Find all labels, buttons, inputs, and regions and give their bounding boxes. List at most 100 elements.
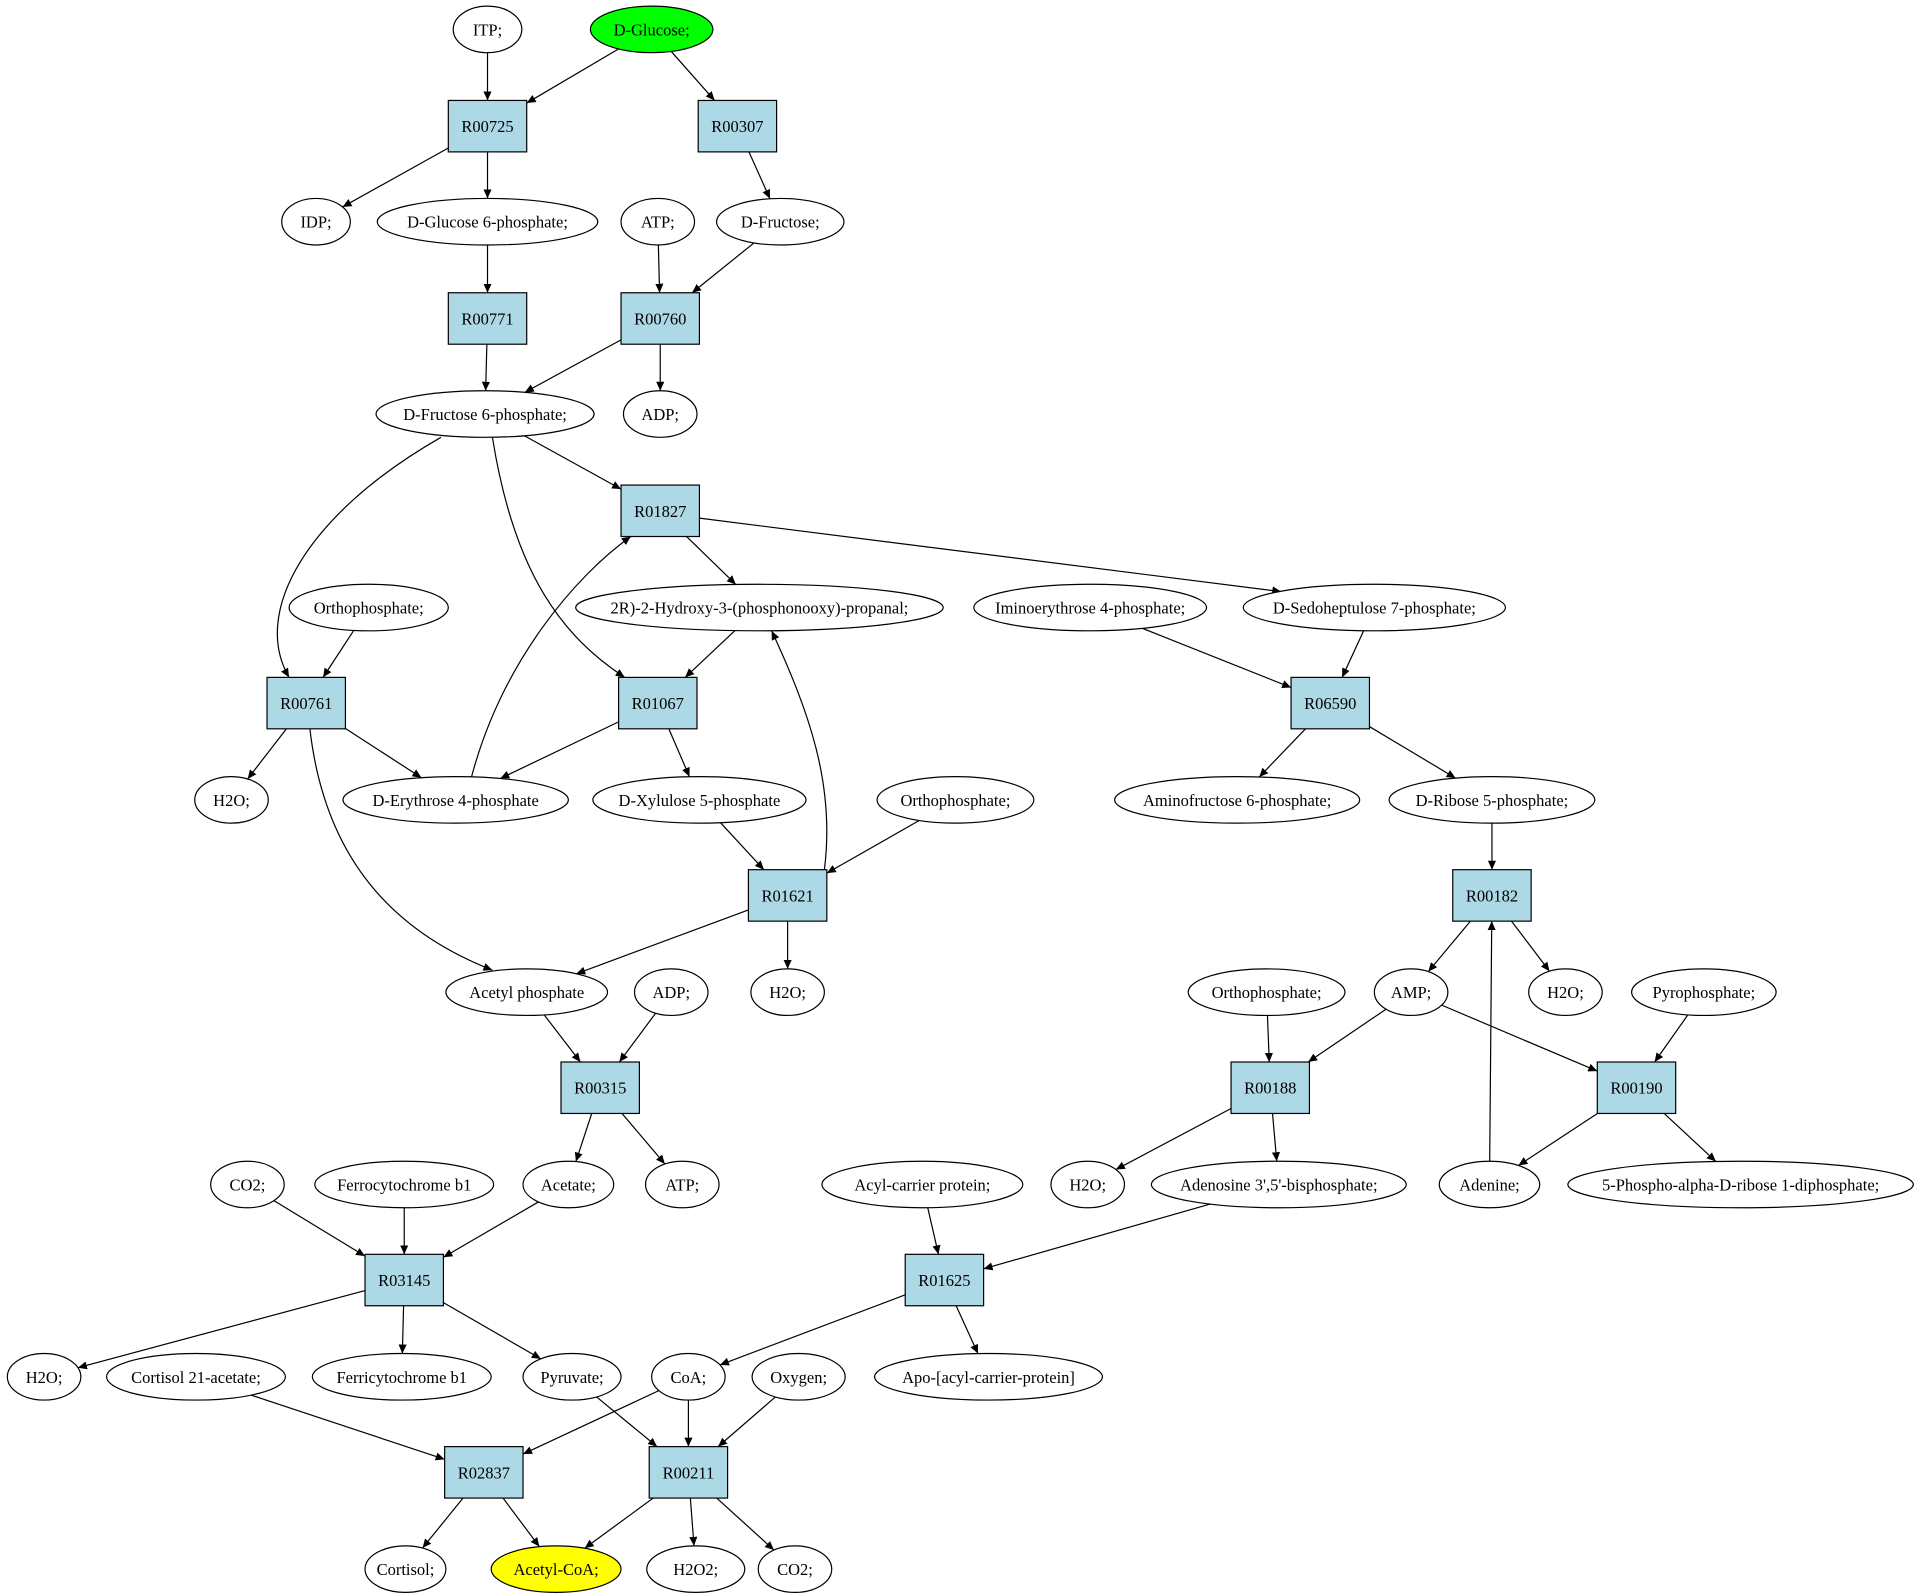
- compound-ellipse: [644, 1160, 720, 1209]
- compound-node-acetylp: Acetyl phosphate: [445, 968, 609, 1017]
- edge-r01621-to-acetylp: [576, 909, 749, 975]
- reaction-box: [444, 1446, 524, 1499]
- compound-ellipse: [1567, 1160, 1914, 1209]
- compound-node-atp1: ATP;: [620, 197, 696, 246]
- reaction-node-r01625: R01625: [904, 1253, 985, 1307]
- edge-r00211-to-co2b: [716, 1497, 775, 1551]
- compound-node-cortisol: Cortisol;: [364, 1545, 447, 1593]
- edges-layer: [77, 48, 1717, 1551]
- compound-label: D-Fructose 6-phosphate;: [403, 405, 567, 424]
- compound-node-apoacp: Apo-[acyl-carrier-protein]: [873, 1352, 1104, 1401]
- reaction-label: R00760: [634, 309, 686, 328]
- reaction-box: [648, 1446, 729, 1499]
- compound-label: Ferrocytochrome b1: [337, 1175, 471, 1194]
- reaction-label: R00315: [574, 1079, 626, 1098]
- edge-amp-to-r00188: [1307, 1008, 1387, 1063]
- reaction-node-r00760: R00760: [620, 292, 701, 345]
- compound-ellipse: [1528, 968, 1603, 1017]
- compound-label: Aminofructose 6-phosphate;: [1143, 791, 1331, 810]
- compound-node-pyruvate: Pyruvate;: [522, 1352, 622, 1401]
- compound-node-oxygen: Oxygen;: [751, 1352, 846, 1401]
- compound-node-h2o1: H2O;: [194, 775, 269, 824]
- reaction-label: R01067: [632, 694, 684, 713]
- compound-node-acetate: Acetate;: [522, 1160, 615, 1209]
- edge-r00188-to-pap: [1271, 1113, 1280, 1162]
- compound-node-acetylcoa: Acetyl-CoA;: [490, 1545, 622, 1593]
- compound-label: D-Sedoheptulose 7-phosphate;: [1273, 599, 1476, 618]
- compound-ellipse: [314, 1160, 495, 1209]
- compound-label: Oxygen;: [770, 1368, 827, 1387]
- reaction-box: [1290, 676, 1371, 730]
- edge-r02837-to-cortisol: [422, 1497, 464, 1549]
- compound-node-cortisolac: Cortisol 21-acetate;: [105, 1352, 287, 1401]
- edge-r01827-to-g3p: [686, 536, 737, 585]
- compound-ellipse: [105, 1352, 287, 1401]
- edge-r00190-to-prpp: [1663, 1113, 1717, 1162]
- edge-r00188-to-h2o4: [1115, 1107, 1232, 1171]
- compound-ellipse: [445, 968, 609, 1017]
- compound-label: 2R)-2-Hydroxy-3-(phosphonooxy)-propanal;: [611, 599, 909, 618]
- compound-node-h2o3: H2O;: [1528, 968, 1603, 1017]
- reaction-node-r00182: R00182: [1452, 869, 1532, 922]
- compound-node-adp1: ADP;: [622, 390, 698, 438]
- compound-label: H2O;: [26, 1368, 63, 1387]
- edge-ortho3-to-r00188: [1264, 1015, 1273, 1063]
- compound-label: Cortisol;: [377, 1560, 435, 1579]
- compound-label: Orthophosphate;: [900, 791, 1010, 810]
- edge-pyruvate-to-r00211: [596, 1396, 658, 1448]
- edge-f6p-to-r01067: [491, 437, 626, 678]
- compound-label: Iminoerythrose 4-phosphate;: [995, 599, 1185, 618]
- edge-r02837-to-acetylcoa: [502, 1497, 540, 1547]
- compound-ellipse: [1114, 775, 1361, 824]
- edge-coa-to-r02837: [522, 1390, 660, 1455]
- compound-ellipse: [1630, 968, 1777, 1017]
- edge-dfructose-to-r00760: [691, 242, 755, 294]
- reaction-box: [620, 484, 701, 538]
- compound-label: CoA;: [671, 1368, 707, 1387]
- reaction-label: R00211: [663, 1463, 715, 1482]
- compound-ellipse: [873, 1352, 1104, 1401]
- compound-ellipse: [876, 775, 1035, 824]
- compound-node-f6p: D-Fructose 6-phosphate;: [375, 390, 595, 438]
- compound-node-adenine: Adenine;: [1438, 1160, 1541, 1209]
- edge-r01625-to-apoacp: [955, 1305, 979, 1354]
- compound-label: Acetyl phosphate: [469, 983, 584, 1002]
- edge-dglucose-to-r00725: [526, 48, 619, 104]
- compound-ellipse: [715, 197, 845, 246]
- compound-ellipse: [973, 583, 1208, 632]
- edge-amp-to-r00190: [1441, 1004, 1598, 1072]
- edge-r01067-to-e4p: [500, 721, 619, 780]
- compound-label: D-Glucose 6-phosphate;: [407, 213, 568, 232]
- compound-label: ATP;: [665, 1175, 699, 1194]
- compound-label: Orthophosphate;: [314, 599, 424, 618]
- compound-ellipse: [1438, 1160, 1541, 1209]
- edge-r06590-to-r5p: [1369, 726, 1456, 779]
- compound-label: ADP;: [652, 983, 690, 1002]
- reaction-node-r01621: R01621: [747, 869, 828, 922]
- compound-node-pap: Adenosine 3',5'-bisphosphate;: [1150, 1160, 1407, 1209]
- compound-node-adp2: ADP;: [633, 968, 709, 1017]
- compound-node-s7p: D-Sedoheptulose 7-phosphate;: [1242, 583, 1507, 632]
- edge-cortisolac-to-r02837: [250, 1394, 445, 1461]
- compound-ellipse: [490, 1545, 622, 1593]
- reaction-node-r00211: R00211: [648, 1446, 729, 1499]
- compound-node-h2o2b: H2O2;: [646, 1545, 746, 1593]
- compound-label: Ferricytochrome b1: [336, 1368, 467, 1387]
- compound-ellipse: [750, 968, 825, 1017]
- reaction-node-r00725: R00725: [447, 99, 528, 153]
- compound-label: H2O2;: [673, 1560, 718, 1579]
- compound-node-acp: Acyl-carrier protein;: [821, 1160, 1024, 1209]
- reaction-label: R00725: [461, 117, 513, 136]
- compound-ellipse: [821, 1160, 1024, 1209]
- compound-ellipse: [1242, 583, 1507, 632]
- edge-adp2-to-r00315: [618, 1012, 657, 1063]
- reaction-label: R01621: [761, 886, 813, 905]
- edge-r00190-to-adenine: [1518, 1112, 1598, 1166]
- compound-ellipse: [1050, 1160, 1126, 1209]
- compound-label: CO2;: [230, 1175, 266, 1194]
- edge-r03145-to-h2o5: [77, 1289, 366, 1370]
- reaction-box: [560, 1061, 641, 1115]
- compound-node-h2o5: H2O;: [6, 1352, 82, 1401]
- reaction-node-r00188: R00188: [1230, 1061, 1311, 1115]
- reaction-label: R01827: [634, 502, 686, 521]
